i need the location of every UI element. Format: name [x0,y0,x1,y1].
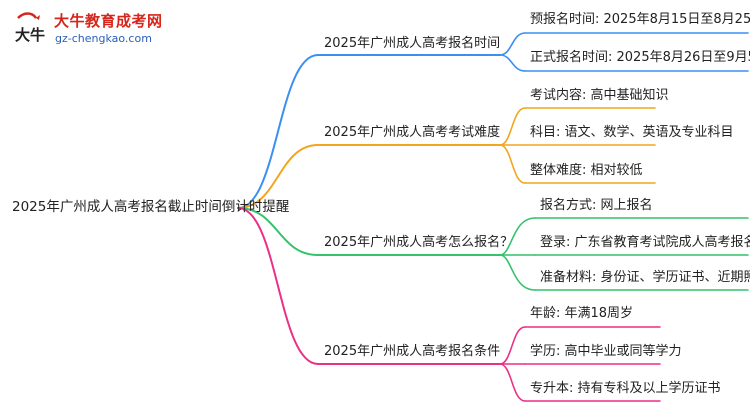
root-connector-3 [237,207,319,365]
leaf-overall-difficulty: 整体难度: 相对较低 [530,163,643,178]
leaf-education: 学历: 高中毕业或同等学力 [530,344,682,359]
leaf-connector-0-1 [499,54,526,72]
leaf-method: 报名方式: 网上报名 [540,198,653,213]
branch-how-to-register: 2025年广州成人高考怎么报名？ [324,235,514,250]
logo-domain: gz-chengkao.com [55,32,152,45]
logo-brand: 大牛教育成考网 [54,12,163,30]
leaf-connector-3-2 [499,363,526,402]
root-connector-1 [237,144,319,209]
logo-mark-text: 大牛 [15,26,45,44]
root-connector-2 [237,207,319,256]
leaf-connector-3-0 [499,326,526,365]
branch-eligibility: 2025年广州成人高考报名条件 [324,344,501,359]
leaf-connector-0-0 [499,32,526,56]
root-connector-0 [237,54,319,209]
leaf-materials: 准备材料: 身份证、学历证书、近期照片 [540,270,750,285]
site-logo: 大牛 大牛教育成考网 gz-chengkao.com [10,8,180,52]
leaf-pre-registration: 预报名时间: 2025年8月15日至8月25日 [530,12,750,27]
leaf-connector-2-0 [499,217,536,256]
logo-mark-icon: 大牛 [15,12,45,44]
leaf-subjects: 科目: 语文、数学、英语及专业科目 [530,125,734,140]
leaf-formal-registration: 正式报名时间: 2025年8月26日至9月5日 [530,50,750,65]
leaf-connector-1-2 [499,144,526,184]
root-node: 2025年广州成人高考报名截止时间倒计时提醒 [12,199,290,215]
leaf-age: 年龄: 年满18周岁 [530,306,634,321]
leaf-connector-2-2 [499,254,536,291]
branch-exam-difficulty: 2025年广州成人高考考试难度 [324,125,501,140]
leaf-exam-content: 考试内容: 高中基础知识 [530,88,669,103]
leaf-login: 登录: 广东省教育考试院成人高考报名系统 [540,235,750,250]
leaf-connector-1-0 [499,107,526,146]
leaf-upgrade: 专升本: 持有专科及以上学历证书 [530,381,721,396]
branch-registration-time: 2025年广州成人高考报名时间 [324,36,501,51]
